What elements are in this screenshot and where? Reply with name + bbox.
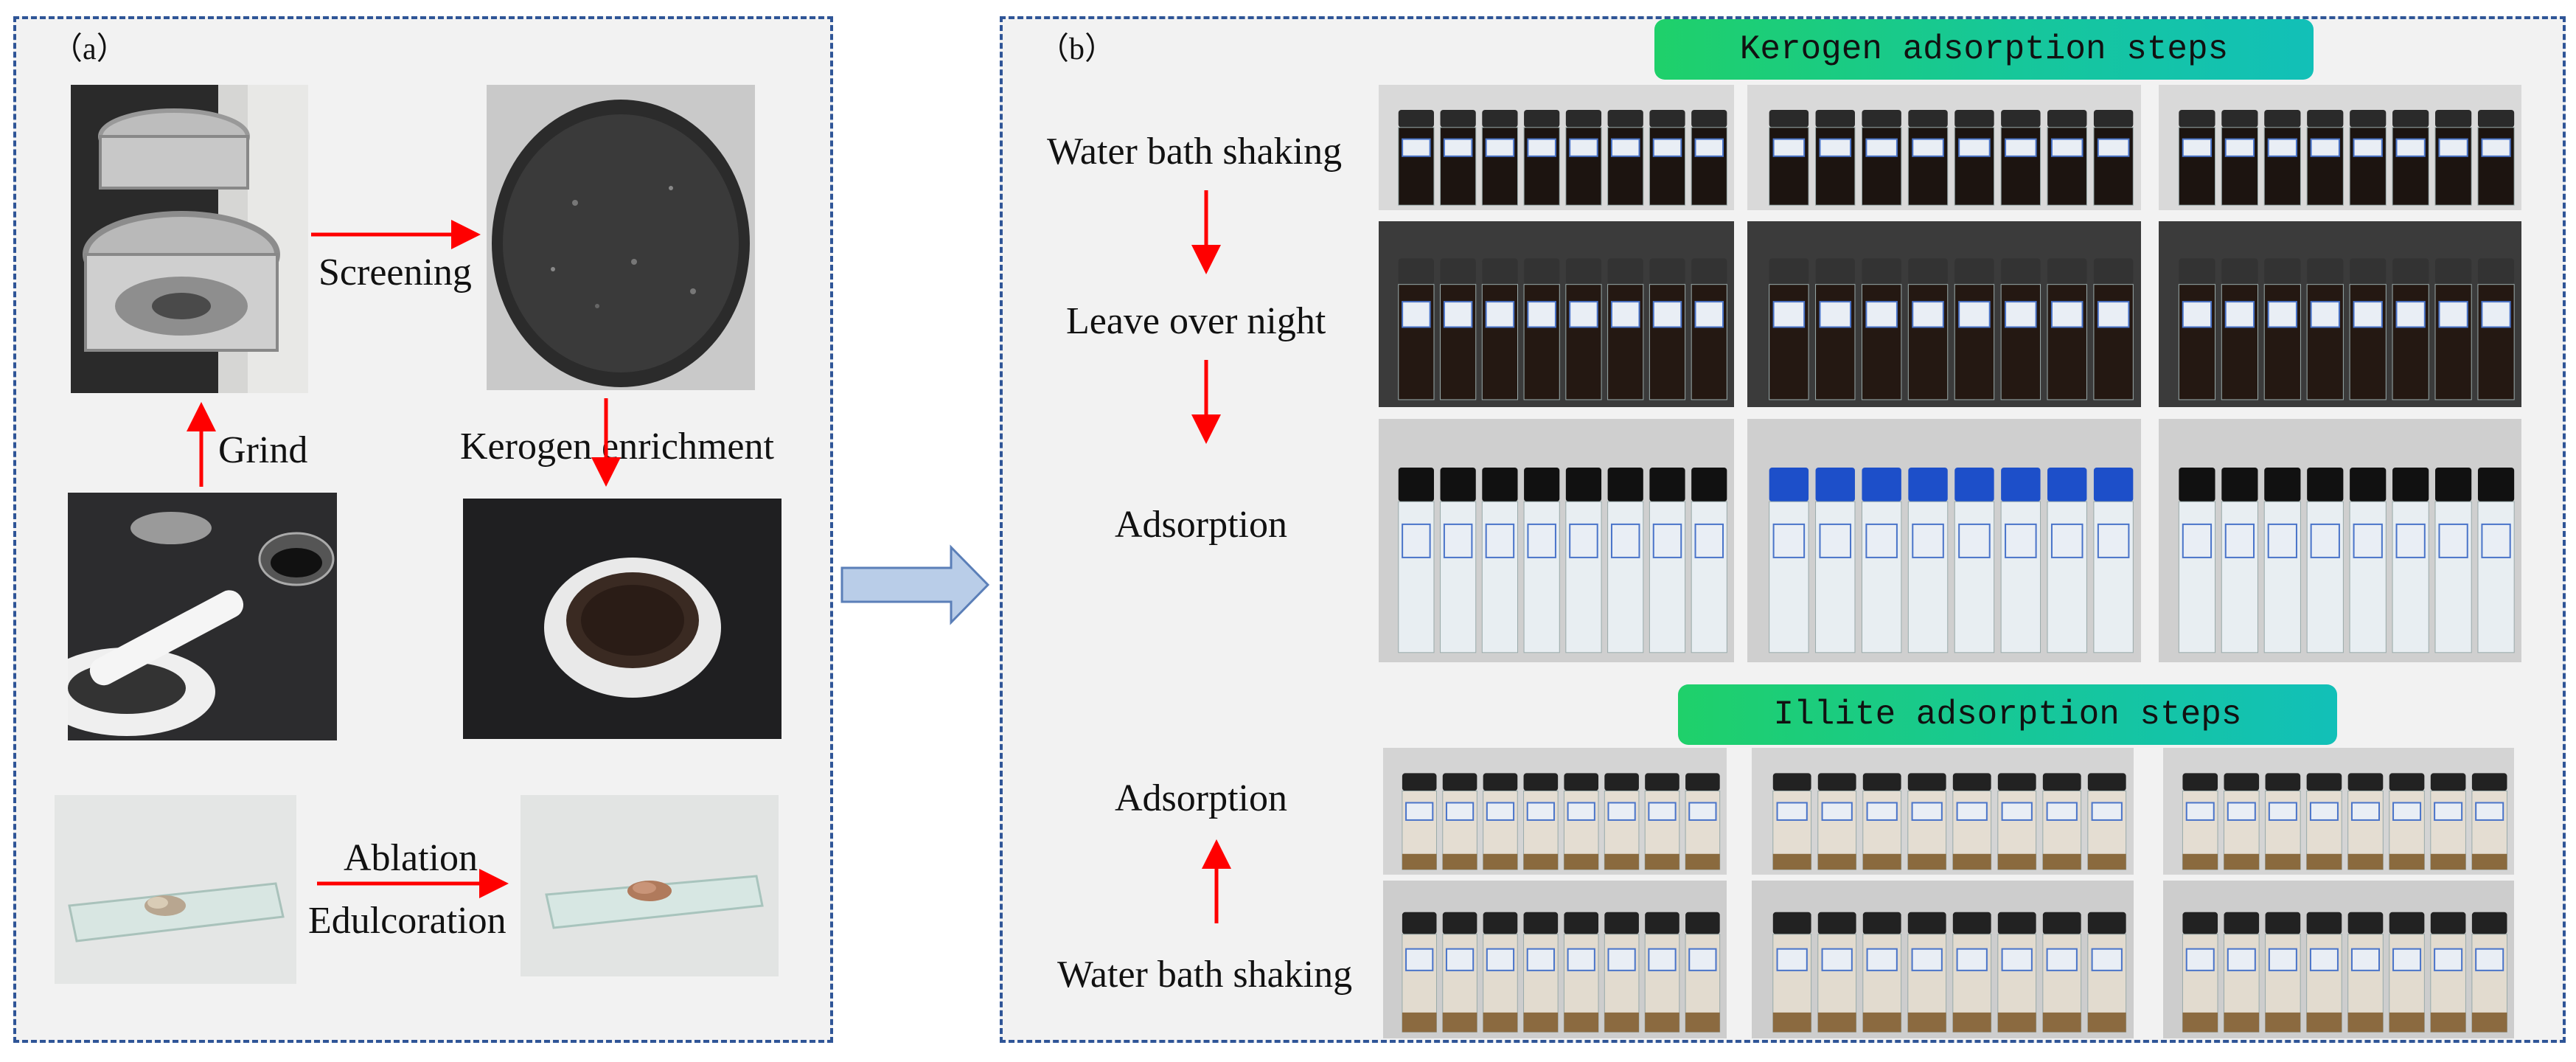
illite-step-water-bath: Water bath shaking — [1057, 954, 1353, 996]
kerogen-row-1-photo-3 — [2159, 85, 2521, 210]
kerogen-row-3-photo-3 — [2159, 419, 2521, 662]
kerogen-step-water-bath: Water bath shaking — [1047, 131, 1343, 173]
slide-before-photo — [55, 795, 296, 984]
sieve-photo — [71, 85, 308, 393]
slide-after-photo — [521, 795, 779, 976]
kerogen-row-3-photo-1 — [1379, 419, 1734, 662]
panel-transition-arrow — [840, 544, 990, 625]
illite-row-1-photo-3 — [2163, 748, 2514, 875]
ablation-label: Ablation — [344, 837, 478, 879]
illite-row-2-photo-1 — [1383, 881, 1727, 1038]
illite-row-1-photo-2 — [1752, 748, 2134, 875]
screened-sample-photo — [487, 85, 755, 390]
kerogen-enrichment-label: Kerogen enrichment — [460, 426, 774, 468]
kerogen-row-1-photo-2 — [1747, 85, 2141, 210]
kerogen-enrichment-photo — [463, 499, 781, 739]
illite-row-2-photo-2 — [1752, 881, 2134, 1038]
kerogen-row-2-photo-2 — [1747, 221, 2141, 407]
illite-row-1-photo-1 — [1383, 748, 1727, 875]
grind-label: Grind — [218, 429, 308, 471]
screening-label: Screening — [318, 251, 472, 294]
kerogen-row-1-photo-1 — [1379, 85, 1734, 210]
panel-b-label: （b） — [1038, 32, 1116, 66]
panel-a-label: （a） — [52, 32, 128, 66]
kerogen-adsorption-banner: Kerogen adsorption steps — [1654, 19, 2314, 80]
mortar-pestle-photo — [68, 493, 337, 740]
illite-step-adsorption: Adsorption — [1115, 777, 1287, 819]
kerogen-row-2-photo-1 — [1379, 221, 1734, 407]
illite-adsorption-banner: Illite adsorption steps — [1678, 684, 2337, 745]
kerogen-step-adsorption: Adsorption — [1115, 504, 1287, 546]
edulcoration-label: Edulcoration — [308, 900, 507, 942]
kerogen-step-leave-overnight: Leave over night — [1066, 300, 1326, 342]
kerogen-row-2-photo-3 — [2159, 221, 2521, 407]
illite-row-2-photo-3 — [2163, 881, 2514, 1038]
kerogen-row-3-photo-2 — [1747, 419, 2141, 662]
